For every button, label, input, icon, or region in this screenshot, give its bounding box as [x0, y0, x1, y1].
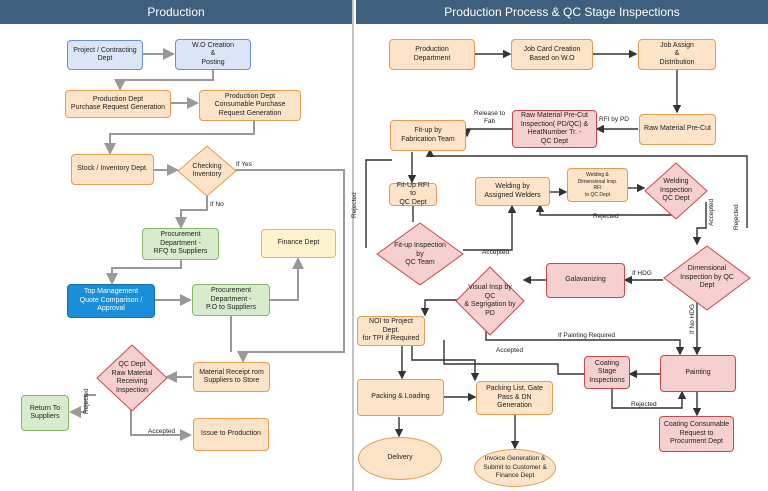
- qc-receiving-diamond: [96, 344, 168, 412]
- qc-receiving-label: QC Dept Raw Material Receiving Inspectio…: [111, 361, 153, 394]
- left-panel-header: Production: [0, 0, 352, 24]
- if-painting-required-label: If Painting Required: [558, 332, 616, 339]
- wo-creation-node: W.O Creation & Posting: [175, 39, 251, 70]
- welding-rfi-node: Welding & Dimensional Insp. RFI to QC De…: [567, 168, 628, 202]
- if-no-label: If No: [210, 201, 224, 208]
- packing-loading-node: Packing & Loading: [357, 379, 444, 416]
- fitup-inspection-diamond: [376, 222, 464, 286]
- dimensional-inspection-diamond: [663, 245, 751, 311]
- rejected-coating-label: Rejected: [631, 401, 657, 408]
- painting-node: Painting: [660, 355, 736, 392]
- delivery-node: Delivery: [358, 437, 442, 480]
- right-panel-header: Production Process & QC Stage Inspection…: [356, 0, 768, 24]
- accepted-weld-vertical-label: Accepted: [708, 198, 715, 226]
- release-to-fab-label: Release to Fab: [474, 110, 506, 125]
- noi-project-dept-node: NOI to Project Dept. for TPI if Required: [357, 316, 425, 346]
- if-hdg-label: If HDG: [632, 270, 652, 277]
- visual-inspection-label: Visual Insp by QC & Segrigation by PD: [464, 284, 516, 317]
- dimensional-inspection-label: Dimensional Inspection by QC Dept: [680, 265, 734, 290]
- issue-to-production-node: Issue to Production: [193, 418, 269, 451]
- fitup-rfi-node: Fit-Up RFI to QC Dept: [389, 182, 437, 206]
- stock-inventory-node: Stock / Inventory Dept.: [71, 154, 154, 185]
- coating-consumable-request-node: Coating Consumable Request to Procurment…: [659, 416, 734, 452]
- return-to-suppliers-node: Return To Suppliers: [21, 395, 69, 431]
- procurement-po-node: Procurement Department - P.O to Supplier…: [192, 284, 270, 316]
- checking-inventory-label: Checking Inventory: [192, 162, 222, 179]
- invoice-generation-node: Invoice Generation & Submit to Customer …: [474, 449, 556, 487]
- accepted-fitup-label: Accepted: [482, 249, 510, 256]
- if-yes-label: If Yes: [236, 161, 252, 168]
- fitup-fabrication-node: Fit-up by Fabrication Team: [390, 120, 466, 151]
- if-no-hdg-vertical-label: If No HDG: [689, 304, 696, 334]
- rejected-weld-label: Rejected: [593, 213, 619, 220]
- welding-inspection-label: Welding Inspection QC Dept: [660, 178, 692, 203]
- consumable-purchase-request-node: Production Dept Consumable Purchase Requ…: [199, 90, 301, 121]
- rejected-vertical-label: Rejected: [83, 388, 90, 414]
- accepted-visual-label: Accepted: [496, 347, 524, 354]
- top-management-node: Top Management Quote Comparison / Approv…: [67, 284, 155, 318]
- job-assign-node: Job Assign & Distribution: [638, 39, 716, 70]
- welding-inspection-diamond: [644, 162, 708, 220]
- rfi-by-pd-label: RFI by PD: [599, 116, 629, 123]
- job-card-creation-node: Job Card Creation Based on W.O: [511, 39, 593, 70]
- rejected-left-vertical-label: Rejected: [351, 192, 358, 218]
- finance-dept-node: Finance Dept: [261, 229, 336, 258]
- welding-assigned-node: Welding by Assigned Welders: [475, 177, 550, 206]
- coating-stage-inspections-node: Coating Stage Inspections: [584, 356, 630, 389]
- galvanizing-node: Galavanizing: [546, 263, 625, 298]
- purchase-request-node: Production Dept Purchase Request Generat…: [65, 90, 171, 118]
- material-receipt-node: Material Receipt rom Suppliers to Store: [193, 362, 270, 392]
- rejected-right-vertical-label: Rejected: [733, 204, 740, 230]
- accepted-label: Accepted: [148, 428, 176, 435]
- raw-material-precut-inspection-node: Raw Material Pre-Cut Inspection( PD/QC) …: [512, 110, 597, 148]
- procurement-rfq-node: Procurement Department - RFQ to Supplier…: [142, 228, 219, 260]
- checking-inventory-diamond: [177, 145, 237, 197]
- packing-list-node: Packing List, Gate Pass & DN Generation: [476, 381, 553, 415]
- fitup-inspection-label: Fit-up Inspection by QC Team: [394, 242, 446, 267]
- raw-material-precut-node: Raw Material Pre-Cut: [639, 114, 716, 145]
- project-contracting-dept-node: Project / Contracting Dept: [67, 40, 143, 70]
- production-department-node: Production Department: [389, 39, 475, 70]
- visual-inspection-diamond: [455, 266, 525, 336]
